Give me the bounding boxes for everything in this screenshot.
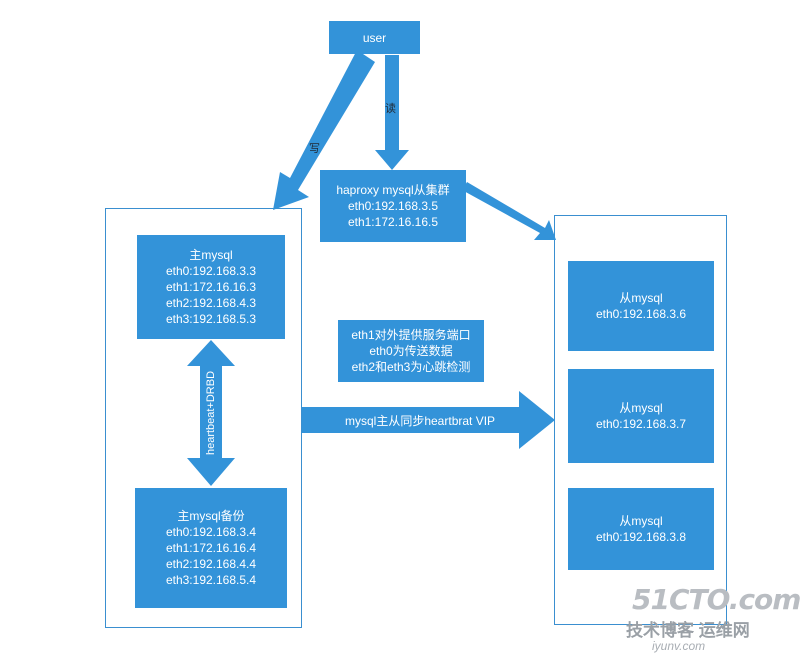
slave-line: eth0:192.168.3.6 bbox=[595, 307, 687, 321]
backup-line: eth3:192.168.5.4 bbox=[165, 573, 257, 587]
network-note-box: eth1对外提供服务端口 eth0为传送数据 eth2和eth3为心跳检测 bbox=[338, 320, 484, 382]
user-box: user bbox=[329, 21, 420, 54]
write-label: 写 bbox=[309, 143, 320, 155]
read-arrow bbox=[375, 55, 409, 170]
slave-line: 从mysql bbox=[619, 401, 663, 415]
master-line: eth1:172.16.16.3 bbox=[165, 280, 257, 294]
haproxy-line: eth0:192.168.3.5 bbox=[347, 199, 439, 213]
watermark-site: iyunv.com bbox=[652, 639, 706, 653]
note-line: eth0为传送数据 bbox=[369, 344, 453, 358]
master-mysql-box: 主mysql eth0:192.168.3.3 eth1:172.16.16.3… bbox=[137, 235, 285, 339]
watermark-sub: 技术博客 运维网 bbox=[626, 621, 750, 640]
haproxy-to-slave-arrow bbox=[462, 182, 556, 240]
backup-line: eth1:172.16.16.4 bbox=[165, 541, 257, 555]
slave-mysql-box: 从mysql eth0:192.168.3.7 bbox=[568, 369, 714, 463]
haproxy-line: haproxy mysql从集群 bbox=[336, 183, 450, 197]
slave-mysql-box: 从mysql eth0:192.168.3.6 bbox=[568, 261, 714, 351]
master-line: eth0:192.168.3.3 bbox=[165, 264, 257, 278]
slave-line: 从mysql bbox=[619, 291, 663, 305]
sync-arrow bbox=[302, 391, 555, 449]
slave-line: eth0:192.168.3.7 bbox=[595, 417, 687, 431]
user-label: user bbox=[362, 30, 387, 45]
haproxy-box: haproxy mysql从集群 eth0:192.168.3.5 eth1:1… bbox=[320, 170, 466, 242]
master-line: eth3:192.168.5.3 bbox=[165, 312, 257, 326]
master-group-frame bbox=[105, 208, 302, 628]
heartbeat-label: heartbeat+DRBD bbox=[205, 370, 217, 456]
haproxy-line: eth1:172.16.16.5 bbox=[347, 215, 439, 229]
backup-line: 主mysql备份 bbox=[177, 509, 245, 523]
write-arrow bbox=[273, 50, 375, 210]
arrows-layer bbox=[187, 50, 556, 486]
watermark-brand: 51CTO.com bbox=[632, 583, 800, 616]
read-label: 读 bbox=[385, 103, 396, 115]
master-backup-box: 主mysql备份 eth0:192.168.3.4 eth1:172.16.16… bbox=[135, 488, 287, 608]
note-line: eth2和eth3为心跳检测 bbox=[351, 360, 471, 374]
slave-line: eth0:192.168.3.8 bbox=[595, 530, 687, 544]
sync-label: mysql主从同步heartbrat VIP bbox=[345, 414, 496, 428]
slave-mysql-box: 从mysql eth0:192.168.3.8 bbox=[568, 488, 714, 570]
slave-line: 从mysql bbox=[619, 514, 663, 528]
heartbeat-arrow bbox=[187, 340, 235, 486]
master-line: eth2:192.168.4.3 bbox=[165, 296, 257, 310]
master-line: 主mysql bbox=[189, 248, 233, 262]
backup-line: eth2:192.168.4.4 bbox=[165, 557, 257, 571]
backup-line: eth0:192.168.3.4 bbox=[165, 525, 257, 539]
note-line: eth1对外提供服务端口 bbox=[351, 328, 471, 342]
